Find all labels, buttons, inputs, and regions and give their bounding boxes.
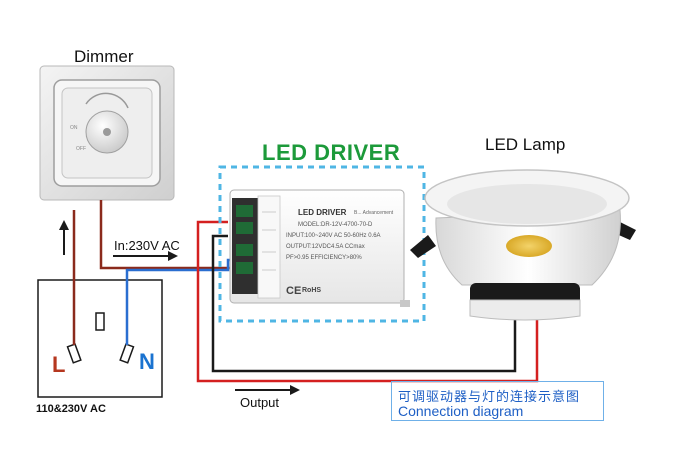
rohs-mark: RoHS [302, 287, 322, 294]
led-driver-heading: LED DRIVER [262, 140, 401, 165]
led-lamp [410, 169, 636, 321]
dimmer-label: Dimmer [74, 47, 134, 66]
live-terminal-label: L [52, 352, 66, 377]
led-driver-unit [229, 189, 410, 307]
driver-label-output: OUTPUT:12VDC4.5A CCmax [286, 244, 365, 250]
caption-chinese: 可调驱动器与灯的连接示意图 [398, 389, 581, 404]
mains-supply-box [37, 279, 163, 398]
neutral-terminal-label: N [139, 349, 155, 374]
driver-label-model: MODEL:DR-12V-4700-70-D [298, 222, 373, 228]
caption-english: Connection diagram [398, 403, 524, 419]
ce-mark: CE [286, 285, 302, 297]
input-voltage-label: In:230V AC [114, 238, 180, 253]
caption-box: 可调驱动器与灯的连接示意图 Connection diagram [391, 381, 604, 421]
driver-label-brand: B... Advancement [354, 210, 394, 216]
supply-voltage-label: 110&230V AC [36, 403, 106, 415]
svg-text:OFF: OFF [76, 146, 86, 152]
driver-label-title: LED DRIVER [298, 208, 347, 217]
output-label: Output [240, 395, 280, 410]
direction-arrows [59, 220, 300, 395]
dimmer-switch: ON OFF [39, 65, 175, 201]
driver-label-input: INPUT:100~240V AC 50-60Hz 0.6A [286, 233, 381, 239]
led-lamp-label: LED Lamp [485, 135, 566, 154]
driver-label-pf: PF>0.95 EFFICIENCY>80% [286, 255, 362, 261]
svg-text:ON: ON [70, 125, 78, 131]
